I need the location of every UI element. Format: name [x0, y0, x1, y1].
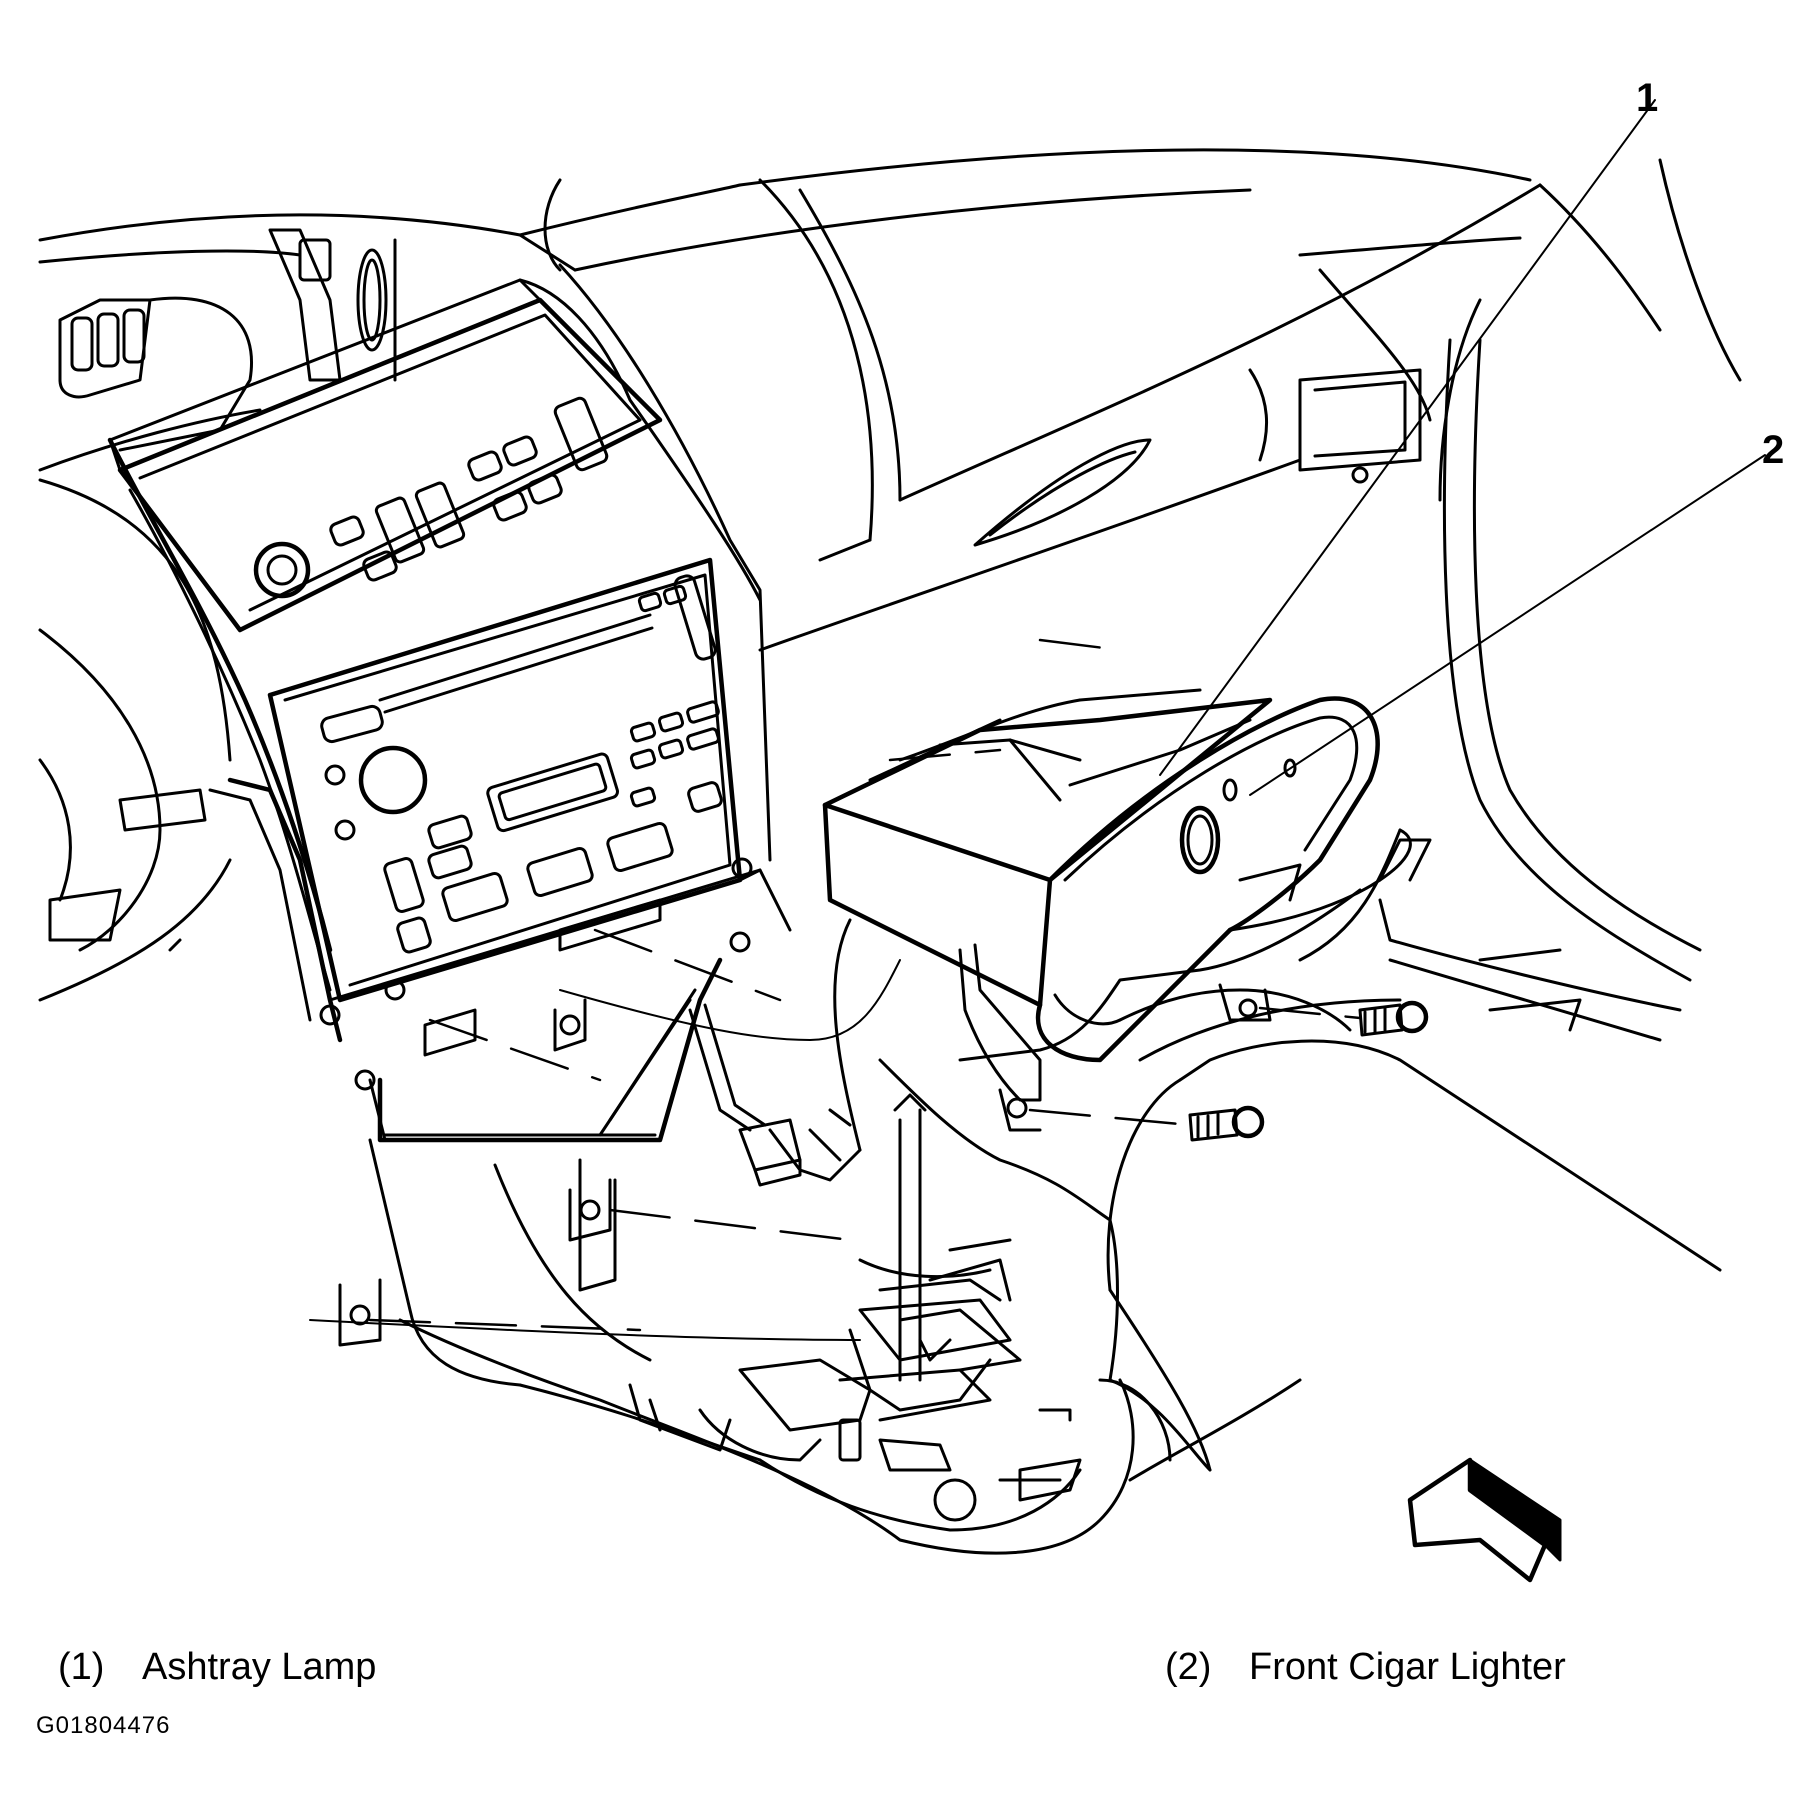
instrument-cluster-edge — [38, 478, 232, 1002]
center-air-vent — [268, 228, 397, 382]
shifter-assembly — [848, 1093, 1012, 1412]
legend-number: (1) — [58, 1646, 105, 1688]
screw-lower — [1028, 1105, 1265, 1142]
ashtray-bracket — [958, 943, 1272, 1132]
callout-number-2: 2 — [1762, 428, 1785, 472]
wiring-harness — [688, 918, 862, 1187]
radio-unit — [267, 557, 743, 1003]
center-bezel-frame — [107, 263, 792, 1091]
door-panel-right — [1248, 268, 1702, 1042]
legend-label: Front Cigar Lighter — [1249, 1646, 1566, 1688]
legend-label: Ashtray Lamp — [142, 1646, 377, 1688]
floor-area-right — [878, 888, 1722, 1482]
legend-item-front-cigar-lighter: (2) Front Cigar Lighter — [1165, 1648, 1566, 1686]
mounting-clips — [338, 998, 612, 1347]
dashboard-outline — [38, 148, 1742, 652]
legend-number: (2) — [1165, 1646, 1212, 1688]
screw-upper — [1258, 1000, 1429, 1037]
floor-console — [398, 1308, 1172, 1555]
callout-number-1: 1 — [1636, 76, 1659, 120]
figure-id: G01804476 — [36, 1712, 171, 1739]
left-air-vent — [58, 296, 253, 452]
lower-console-panel — [368, 957, 723, 1387]
callout-leaders — [1159, 99, 1766, 796]
legend-item-ashtray-lamp: (1) Ashtray Lamp — [58, 1648, 376, 1686]
climate-control-panel — [108, 278, 663, 633]
ashtray-assembly — [822, 688, 1432, 1063]
right-vent-slot — [973, 438, 1152, 547]
alignment-lines — [309, 638, 1122, 1341]
view-direction-arrow — [1407, 1457, 1562, 1583]
